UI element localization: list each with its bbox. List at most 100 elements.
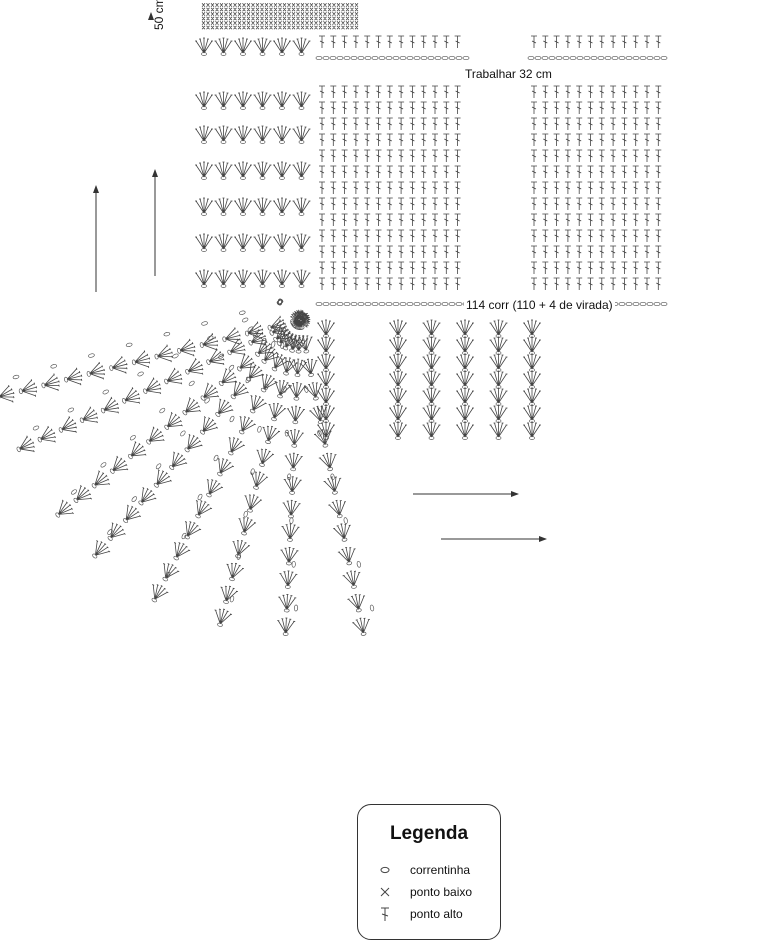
single-crochet-row <box>201 25 359 30</box>
double-crochet-stitch <box>609 133 617 147</box>
double-crochet-stitch <box>329 261 337 275</box>
double-crochet-stitch <box>454 261 462 275</box>
chain-stitch <box>364 301 372 307</box>
chain-stitch <box>399 301 407 307</box>
double-crochet-stitch <box>386 133 394 147</box>
fan-stitch <box>455 336 475 356</box>
double-crochet-stitch <box>587 117 594 131</box>
double-crochet-stitch <box>587 229 594 243</box>
fan-stitch <box>272 91 292 110</box>
chain-stitch <box>632 55 640 61</box>
fan-stitch <box>258 423 282 447</box>
double-crochet-stitch <box>632 165 640 179</box>
double-crochet-stitch <box>352 277 360 291</box>
arrows <box>93 12 547 542</box>
chain-stitch <box>406 301 414 307</box>
double-crochet-stitch <box>564 149 572 163</box>
double-crochet-stitch <box>587 149 594 163</box>
chain-stitch <box>136 370 145 378</box>
fan-stitch <box>522 404 542 424</box>
fan-stitch <box>388 421 408 441</box>
chain-stitch <box>125 342 133 348</box>
double-crochet-stitch <box>363 35 371 49</box>
chain-stitch <box>200 320 209 327</box>
double-crochet-stitch <box>598 85 606 99</box>
double-crochet-stitch <box>329 117 337 131</box>
chain-stitch <box>448 301 456 307</box>
double-crochet-stitch <box>621 181 628 195</box>
double-crochet-stitch <box>352 35 360 49</box>
double-crochet-stitch <box>363 181 371 195</box>
chain-stitch <box>244 376 252 384</box>
double-crochet-stitch <box>587 133 594 147</box>
double-crochet-stitch <box>454 35 462 49</box>
double-crochet-stitch <box>654 149 662 163</box>
fan-stitch <box>221 434 247 460</box>
fan-stitch <box>141 424 168 451</box>
double-crochet-stitch <box>375 213 382 227</box>
chain-stitch <box>289 517 294 524</box>
double-crochet-stitch <box>386 245 394 259</box>
chain-stitch <box>378 301 386 307</box>
fan-stitch <box>388 353 408 373</box>
fan-stitch <box>522 336 542 356</box>
chain-stitch <box>212 454 220 462</box>
double-crochet-stitch <box>654 229 662 243</box>
fan-stitch <box>252 446 276 470</box>
double-crochet-stitch <box>329 197 337 211</box>
double-crochet-stitch <box>442 149 450 163</box>
fan-rays <box>0 298 375 638</box>
fan-stitch <box>272 269 292 289</box>
double-crochet-stitch <box>318 165 326 179</box>
fan-stitch <box>272 161 292 181</box>
chain-stitch <box>434 301 442 307</box>
chain-stitch <box>639 55 647 61</box>
single-crochet-row <box>201 7 359 12</box>
chain-stitch <box>653 55 661 61</box>
chain-stitch <box>241 316 249 324</box>
double-crochet-stitch <box>530 133 538 147</box>
chain-stitch <box>548 55 556 61</box>
double-crochet-stitch <box>609 85 617 99</box>
double-crochet-stitch <box>431 213 439 227</box>
fan-stitch <box>242 320 266 344</box>
fan-stitch <box>101 519 128 546</box>
double-crochet-stitch <box>431 85 439 99</box>
chain-stitch <box>284 429 290 437</box>
double-crochet-stitch <box>352 213 360 227</box>
double-crochet-stitch <box>386 149 394 163</box>
chain-stitch <box>597 55 605 61</box>
double-crochet-stitch <box>530 117 538 131</box>
double-crochet-stitch <box>564 245 572 259</box>
chain-stitch <box>392 55 400 61</box>
double-crochet-stitch <box>454 181 462 195</box>
double-crochet-stitch <box>530 181 538 195</box>
fan-stitch <box>68 482 95 509</box>
chain-stitch <box>399 55 407 61</box>
double-crochet-stitch <box>363 101 371 115</box>
chain-stitch <box>246 325 255 333</box>
chain-stitch <box>448 55 456 61</box>
fan-stitch <box>455 404 475 424</box>
chain-stitch <box>364 55 372 61</box>
chain-stitch <box>256 425 263 433</box>
fan-stitch <box>292 91 311 110</box>
double-crochet-stitch <box>621 149 628 163</box>
double-crochet-stitch <box>397 245 405 259</box>
double-crochet-stitch <box>442 117 450 131</box>
double-crochet-stitch <box>587 35 594 49</box>
fan-stitch <box>86 537 113 564</box>
chain-stitch <box>385 55 393 61</box>
double-crochet-stitch <box>454 197 462 211</box>
double-crochet-stitch <box>397 165 405 179</box>
chain-stitch <box>541 55 549 61</box>
double-crochet-stitch <box>632 117 640 131</box>
chain-stitch <box>322 301 330 307</box>
fan-stitch <box>13 434 38 459</box>
double-crochet-stitch <box>408 133 416 147</box>
double-crochet-stitch <box>643 133 651 147</box>
fan-stitch <box>202 346 228 372</box>
chain-stitch <box>130 495 138 503</box>
double-crochet-stitch <box>598 149 606 163</box>
chain-stitch <box>369 604 375 612</box>
